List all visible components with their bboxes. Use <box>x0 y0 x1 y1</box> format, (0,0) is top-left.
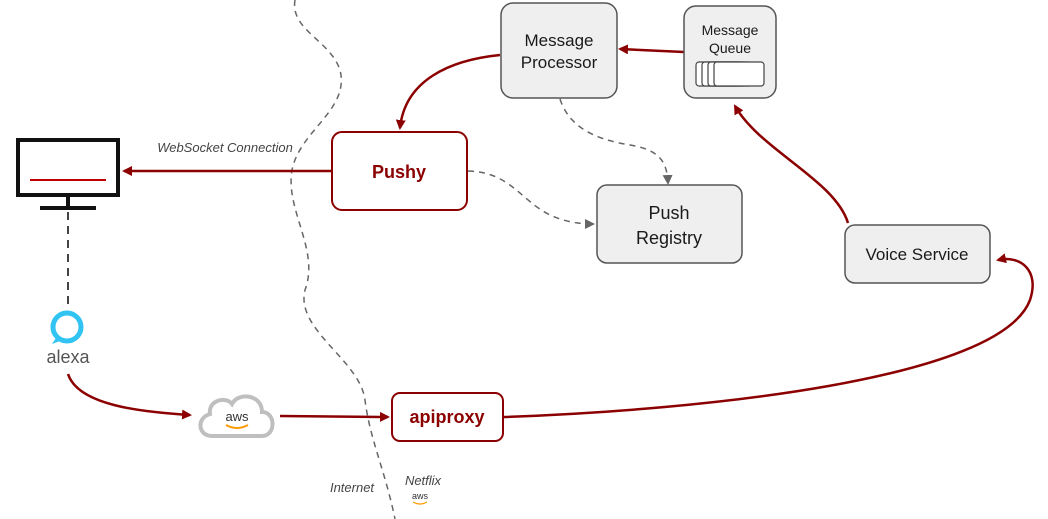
message-processor-node: Message Processor <box>500 2 618 99</box>
websocket-connection-label: WebSocket Connection <box>157 140 293 155</box>
queue-stack-icon <box>695 61 765 87</box>
arrow-processor-to-pushy <box>395 53 501 130</box>
arrow-apiproxy-to-voice <box>503 253 1034 419</box>
aws-cloud-icon: aws <box>198 394 275 438</box>
tv-monitor-icon <box>16 138 120 210</box>
voice-service-label: Voice Service <box>866 245 969 264</box>
alexa-ring-icon <box>50 310 84 344</box>
message-processor-line1: Message <box>525 31 594 50</box>
message-processor-line2: Processor <box>521 53 598 72</box>
push-registry-line1: Push <box>648 203 689 223</box>
alexa-label: alexa <box>46 347 90 367</box>
arrow-processor-to-registry <box>559 98 673 185</box>
message-queue-line1: Message <box>702 22 759 38</box>
message-queue-node: Message Queue <box>683 5 777 99</box>
arrow-pushy-to-registry <box>467 170 595 229</box>
apiproxy-node: apiproxy <box>391 392 504 442</box>
apiproxy-label: apiproxy <box>409 407 484 427</box>
arrow-voice-to-queue <box>733 104 850 224</box>
internet-label: Internet <box>330 480 375 495</box>
arrow-queue-to-processor <box>618 44 685 55</box>
aws-cloud-label: aws <box>225 409 249 424</box>
netflix-label: Netflix <box>405 473 442 488</box>
voice-service-node: Voice Service <box>844 224 991 284</box>
push-registry-line2: Registry <box>636 228 702 248</box>
message-queue-line2: Queue <box>709 40 751 56</box>
pushy-node: Pushy <box>331 131 468 211</box>
arrow-aws-to-apiproxy <box>279 411 390 422</box>
netflix-aws-label: aws <box>412 491 429 501</box>
network-boundary-line <box>290 0 396 519</box>
netflix-aws-icon: aws <box>412 491 429 505</box>
pushy-label: Pushy <box>372 162 426 182</box>
push-registry-node: Push Registry <box>596 184 743 264</box>
arrow-alexa-to-aws <box>66 373 192 420</box>
